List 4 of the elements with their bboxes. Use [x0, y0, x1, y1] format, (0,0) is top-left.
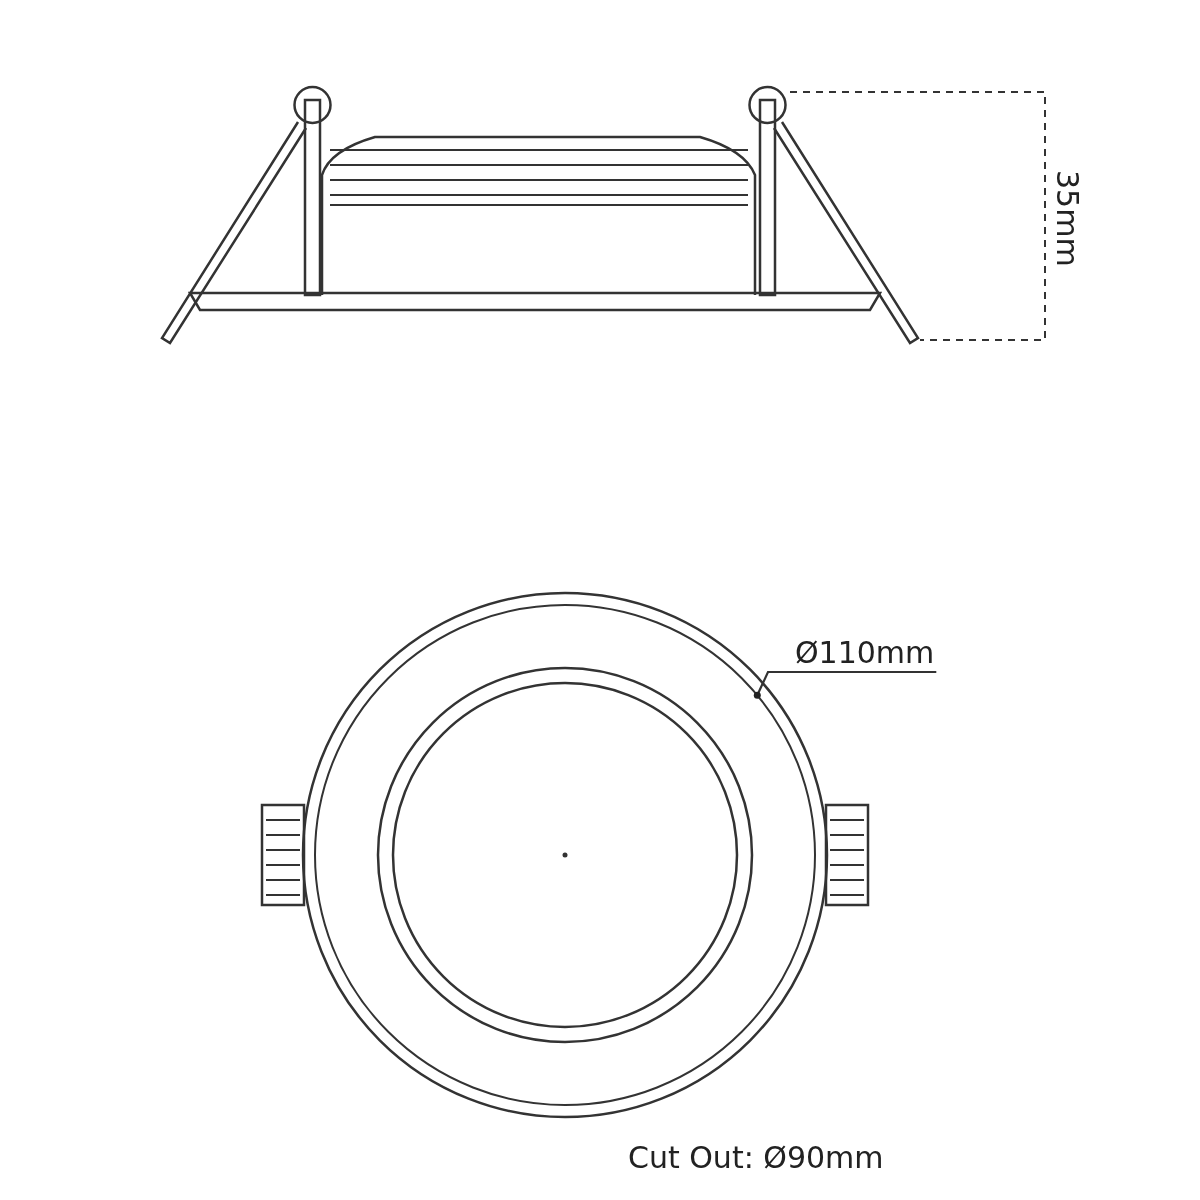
leader-line	[753, 670, 937, 699]
cutout-note: Cut Out: Ø90mm	[628, 1143, 884, 1173]
dimension-label: Ø110mm	[795, 638, 935, 668]
dimension-label: 35mm	[1052, 170, 1082, 267]
